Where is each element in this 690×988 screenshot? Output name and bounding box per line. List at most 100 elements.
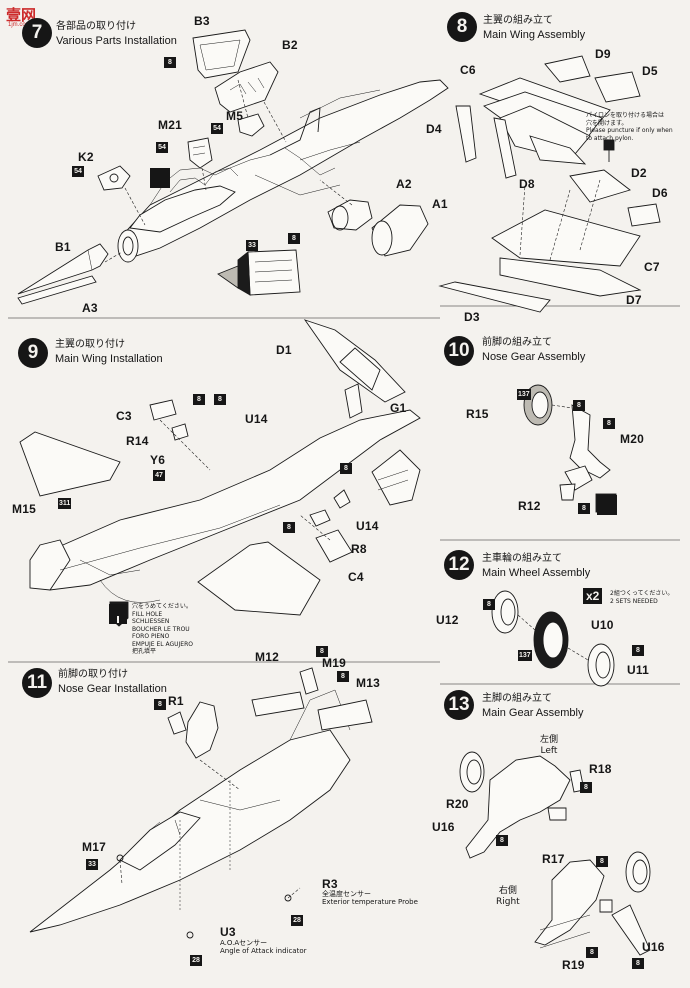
color-code-box: 8	[337, 671, 349, 682]
part-label-r8: R8	[351, 542, 367, 556]
step7-number: 7	[22, 18, 52, 48]
left-side-label: 左側 Left	[540, 735, 558, 757]
part-label-c4: C4	[348, 570, 364, 584]
step13-title: 主脚の組み立て Main Gear Assembly	[482, 692, 583, 720]
color-code-box: 8	[580, 782, 592, 793]
part-label-u14-a: U14	[245, 412, 268, 426]
part-label-c7: C7	[644, 260, 660, 274]
part-label-d6: D6	[652, 186, 668, 200]
color-code-box: 137	[518, 650, 532, 661]
color-code-box: 8	[573, 400, 585, 411]
step9-title-en: Main Wing Installation	[55, 353, 163, 365]
part-label-u14-b: U14	[356, 519, 379, 533]
fill-hole-es: EMPUJE EL AGUJERO	[132, 640, 193, 648]
sets-note-jp: 2組つくってください。	[610, 590, 674, 597]
fill-hole-note: 穴をうめてください。 FILL HOLE SCHLIESSEN BOUCHER …	[132, 603, 193, 656]
color-code-box: 8	[283, 522, 295, 533]
temp-probe-jp: 全温度センサー	[322, 890, 371, 898]
color-code-box: 8	[603, 418, 615, 429]
color-code-box: 33	[86, 859, 98, 870]
temp-probe-note: 全温度センサー Exterior temperature Probe	[322, 890, 418, 906]
color-code-box: 54	[156, 142, 168, 153]
part-label-m15: M15	[12, 502, 36, 516]
part-label-c6: C6	[460, 63, 476, 77]
part-label-r3: R3	[322, 877, 338, 891]
part-label-r19: R19	[562, 958, 585, 972]
left-side-en: Left	[540, 746, 558, 756]
part-label-u3: U3	[220, 925, 236, 939]
pylon-note: パイロンを取り付ける場合は 穴を開けます。 Please puncture if…	[586, 112, 673, 142]
fill-hole-cn: 把孔填平	[132, 648, 157, 655]
part-label-d2: D2	[631, 166, 647, 180]
step12-title-en: Main Wheel Assembly	[482, 567, 591, 579]
color-code-box: 8	[340, 463, 352, 474]
color-code-box: 8	[316, 646, 328, 657]
pylon-note-jp2: 穴を開けます。	[586, 119, 628, 127]
part-label-u12: U12	[436, 613, 459, 627]
color-code-box: 33	[246, 240, 258, 251]
cement-icon	[150, 168, 170, 188]
part-label-d7: D7	[626, 293, 642, 307]
step7-title: 各部品の取り付け Various Parts Installation	[56, 20, 177, 48]
sets-note: 2組つくってください。 2 SETS NEEDED	[610, 590, 673, 605]
step9-aircraft-drawing	[19, 319, 421, 627]
step8-title: 主翼の組み立て Main Wing Assembly	[483, 14, 585, 42]
part-label-m17: M17	[82, 840, 106, 854]
color-code-box: 8	[632, 645, 644, 656]
part-label-r17: R17	[542, 852, 565, 866]
part-label-u11: U11	[627, 663, 649, 677]
step7-title-jp: 各部品の取り付け	[56, 21, 136, 32]
step7-title-en: Various Parts Installation	[56, 35, 177, 47]
step8-number: 8	[447, 12, 477, 42]
part-label-r18: R18	[589, 762, 612, 776]
fill-hole-it: FORO PIENO	[132, 633, 170, 640]
color-code-box: 311	[58, 498, 72, 509]
step12-title-jp: 主車輪の組み立て	[482, 553, 562, 564]
temp-probe-en: Exterior temperature Probe	[322, 897, 418, 906]
right-side-label: 右側 Right	[496, 886, 520, 908]
pylon-note-en2: to attach pylon.	[586, 134, 634, 142]
part-label-r20: R20	[446, 797, 469, 811]
color-code-box: 8	[214, 394, 226, 405]
part-label-d4: D4	[426, 122, 442, 136]
step13-maingear-drawing	[459, 751, 651, 956]
step12-number: 12	[444, 550, 474, 580]
watermark-sub: 1jm.com	[8, 22, 31, 28]
fill-hole-de: SCHLIESSEN	[132, 618, 170, 625]
part-label-r15: R15	[466, 407, 489, 421]
step9-number: 9	[18, 338, 48, 368]
part-label-m13: M13	[356, 676, 380, 690]
color-code-box: 8	[154, 699, 166, 710]
right-side-jp: 右側	[498, 886, 517, 896]
part-label-m12: M12	[255, 650, 279, 664]
color-code-box: 54	[72, 166, 84, 177]
part-label-r14: R14	[126, 434, 149, 448]
part-label-r12: R12	[518, 499, 541, 513]
part-label-g1: G1	[390, 401, 407, 415]
fill-hole-en: FILL HOLE	[132, 610, 163, 618]
left-side-jp: 左側	[540, 735, 559, 745]
step13-number: 13	[444, 690, 474, 720]
part-label-b1: B1	[55, 240, 71, 254]
part-label-d5: D5	[642, 64, 658, 78]
fill-hole-icon	[109, 604, 127, 624]
aoa-en: Angle of Attack indicator	[220, 946, 307, 955]
color-code-box: 8	[288, 233, 300, 244]
step11-title-en: Nose Gear Installation	[58, 683, 167, 695]
step11-title-jp: 前脚の取り付け	[58, 669, 128, 680]
part-label-d8: D8	[519, 177, 535, 191]
color-code-box: 8	[632, 958, 644, 969]
part-label-a2: A2	[396, 177, 412, 191]
step10-title-en: Nose Gear Assembly	[482, 351, 586, 363]
color-code-box: 28	[291, 915, 303, 926]
part-label-u16-b: U16	[642, 940, 665, 954]
part-label-d9: D9	[595, 47, 611, 61]
color-code-box: 8	[596, 856, 608, 867]
part-label-r1: R1	[168, 694, 184, 708]
color-code-box: 137	[517, 389, 531, 400]
part-label-d3: D3	[464, 310, 480, 324]
step7-fuselage-drawing	[17, 29, 449, 305]
pylon-note-en1: Please puncture if only when	[586, 127, 673, 134]
